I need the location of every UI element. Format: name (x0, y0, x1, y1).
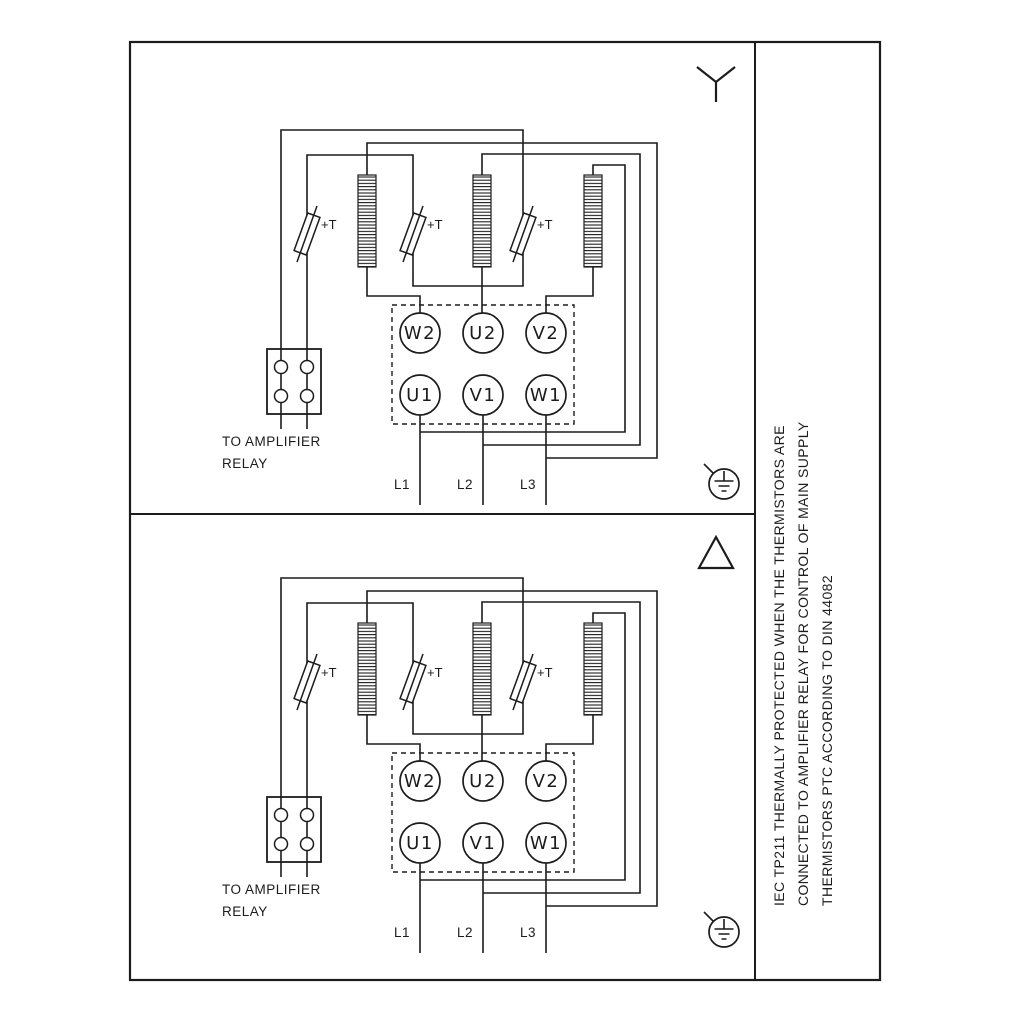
terminal-W1: W1 (525, 374, 567, 416)
terminal-W2: W2 (399, 312, 441, 354)
terminal-U2: U2 (462, 760, 504, 802)
svg-text:W2: W2 (404, 771, 436, 792)
thermistor-label-1: +T (321, 665, 337, 680)
supply-label-L3: L3 (520, 925, 536, 940)
supply-label-L2: L2 (457, 477, 473, 492)
diagram-frame (128, 40, 882, 982)
motor-winding-2 (472, 622, 492, 716)
delta-connection-panel: +T +T +T TO AMPLIFIER RELAY W2 (222, 534, 740, 953)
svg-text:U1: U1 (406, 385, 434, 406)
svg-text:V1: V1 (470, 385, 497, 406)
terminal-U2: U2 (462, 312, 504, 354)
side-note-line-3: THERMISTORS PTC ACCORDING TO DIN 44082 (819, 575, 835, 906)
delta-connection-icon (697, 534, 735, 570)
terminal-V1: V1 (462, 822, 504, 864)
svg-text:W2: W2 (404, 323, 436, 344)
star-connection-panel: +T +T +T TO AMPLIFIER RELAY W2 (222, 66, 740, 505)
motor-winding-1 (357, 622, 377, 716)
motor-winding-2 (472, 174, 492, 268)
terminal-V2: V2 (525, 312, 567, 354)
wiring-lines (280, 129, 658, 505)
svg-text:W1: W1 (530, 385, 562, 406)
supply-label-L2: L2 (457, 925, 473, 940)
terminal-V1: V1 (462, 374, 504, 416)
amplifier-relay-note-line1: TO AMPLIFIER (222, 882, 321, 897)
supply-label-L1: L1 (394, 925, 410, 940)
wiring-lines (280, 577, 658, 953)
amplifier-relay-terminal-block (266, 796, 322, 877)
amplifier-relay-note-line2: RELAY (222, 456, 268, 471)
svg-text:V2: V2 (533, 771, 560, 792)
amplifier-relay-note-line2: RELAY (222, 904, 268, 919)
svg-text:V1: V1 (470, 833, 497, 854)
svg-text:W1: W1 (530, 833, 562, 854)
motor-winding-3 (583, 174, 603, 268)
svg-text:U2: U2 (469, 323, 497, 344)
thermistor-2 (399, 653, 427, 711)
thermistor-3 (509, 653, 537, 711)
terminal-board-outline (391, 304, 575, 425)
supply-label-L1: L1 (394, 477, 410, 492)
terminal-board-outline (391, 752, 575, 873)
motor-winding-1 (357, 174, 377, 268)
thermistor-1 (293, 205, 321, 263)
terminal-V2: V2 (525, 760, 567, 802)
thermistor-label-2: +T (427, 665, 443, 680)
terminal-W2: W2 (399, 760, 441, 802)
thermistor-1 (293, 653, 321, 711)
side-note-line-1: IEC TP211 THERMALLY PROTECTED WHEN THE T… (771, 425, 787, 906)
terminal-W1: W1 (525, 822, 567, 864)
thermistor-3 (509, 205, 537, 263)
supply-label-L3: L3 (520, 477, 536, 492)
terminal-U1: U1 (399, 374, 441, 416)
motor-winding-3 (583, 622, 603, 716)
svg-text:V2: V2 (533, 323, 560, 344)
svg-text:U1: U1 (406, 833, 434, 854)
earth-ground-icon (703, 911, 740, 948)
earth-ground-icon (703, 463, 740, 500)
amplifier-relay-terminal-block (266, 348, 322, 429)
thermistor-label-3: +T (537, 665, 553, 680)
thermistor-label-2: +T (427, 217, 443, 232)
star-connection-icon (696, 66, 736, 102)
svg-text:U2: U2 (469, 771, 497, 792)
side-note: IEC TP211 THERMALLY PROTECTED WHEN THE T… (771, 421, 835, 906)
terminal-U1: U1 (399, 822, 441, 864)
thermistor-label-3: +T (537, 217, 553, 232)
side-note-line-2: CONNECTED TO AMPLIFIER RELAY FOR CONTROL… (795, 421, 811, 906)
thermistor-2 (399, 205, 427, 263)
thermistor-label-1: +T (321, 217, 337, 232)
amplifier-relay-note-line1: TO AMPLIFIER (222, 434, 321, 449)
